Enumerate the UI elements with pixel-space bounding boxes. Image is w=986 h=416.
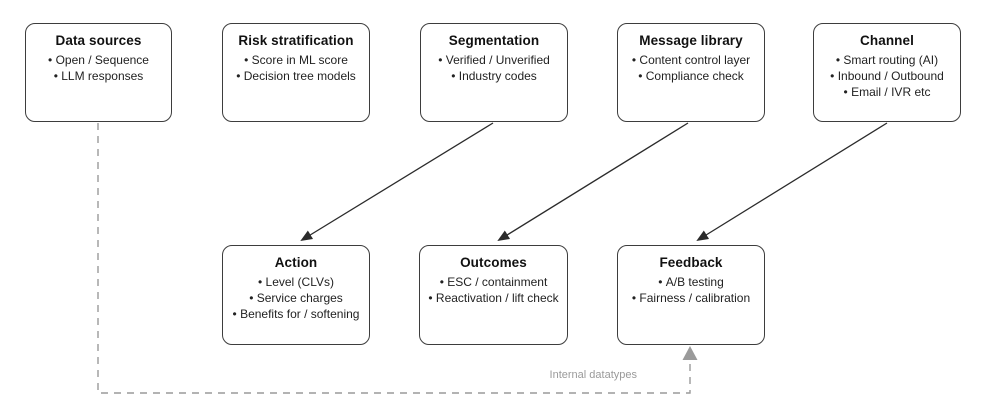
dashed-connector-label: Internal datatypes [549,369,637,381]
node-title: Risk stratification [238,33,354,48]
node-item: Compliance check [618,68,764,84]
node-outcomes: Outcomes ESC / containment Reactivation … [419,245,568,345]
node-channel: Channel Smart routing (AI) Inbound / Out… [813,23,961,122]
node-feedback: Feedback A/B testing Fairness / calibrat… [617,245,765,345]
node-item: Fairness / calibration [618,290,764,306]
node-title: Action [274,255,318,270]
node-item: Verified / Unverified [421,52,567,68]
node-items: Smart routing (AI) Inbound / Outbound Em… [814,52,960,100]
node-risk-stratification: Risk stratification Score in ML score De… [222,23,370,122]
node-items: ESC / containment Reactivation / lift ch… [420,274,567,306]
node-item: LLM responses [26,68,171,84]
node-item: Open / Sequence [26,52,171,68]
node-title: Message library [639,33,743,48]
node-action: Action Level (CLVs) Service charges Bene… [222,245,370,345]
arrow-segmentation-to-action [300,122,494,242]
node-item: Industry codes [421,68,567,84]
node-items: Verified / Unverified Industry codes [421,52,567,84]
node-item: Decision tree models [223,68,369,84]
node-item: ESC / containment [420,274,567,290]
node-items: Level (CLVs) Service charges Benefits fo… [223,274,369,322]
node-item: Smart routing (AI) [814,52,960,68]
node-items: Content control layer Compliance check [618,52,764,84]
node-segmentation: Segmentation Verified / Unverified Indus… [420,23,568,122]
node-item: Reactivation / lift check [420,290,567,306]
arrow-message-library-to-outcomes [497,122,689,242]
node-title: Data sources [55,33,142,48]
dashed-arrowhead-up-icon [682,346,698,360]
node-item: Content control layer [618,52,764,68]
node-item: Score in ML score [223,52,369,68]
node-title: Outcomes [460,255,527,270]
node-item: Email / IVR etc [814,84,960,100]
node-message-library: Message library Content control layer Co… [617,23,765,122]
node-item: Level (CLVs) [223,274,369,290]
node-items: A/B testing Fairness / calibration [618,274,764,306]
node-item: Inbound / Outbound [814,68,960,84]
node-item: Service charges [223,290,369,306]
node-items: Score in ML score Decision tree models [223,52,369,84]
node-title: Channel [860,33,914,48]
dashed-line-data-sources-to-feedback [97,123,691,394]
node-title: Segmentation [448,33,540,48]
node-title: Feedback [659,255,723,270]
node-data-sources: Data sources Open / Sequence LLM respons… [25,23,172,122]
arrow-channel-to-feedback [696,122,888,242]
node-items: Open / Sequence LLM responses [26,52,171,84]
node-item: Benefits for / softening [223,306,369,322]
node-item: A/B testing [618,274,764,290]
